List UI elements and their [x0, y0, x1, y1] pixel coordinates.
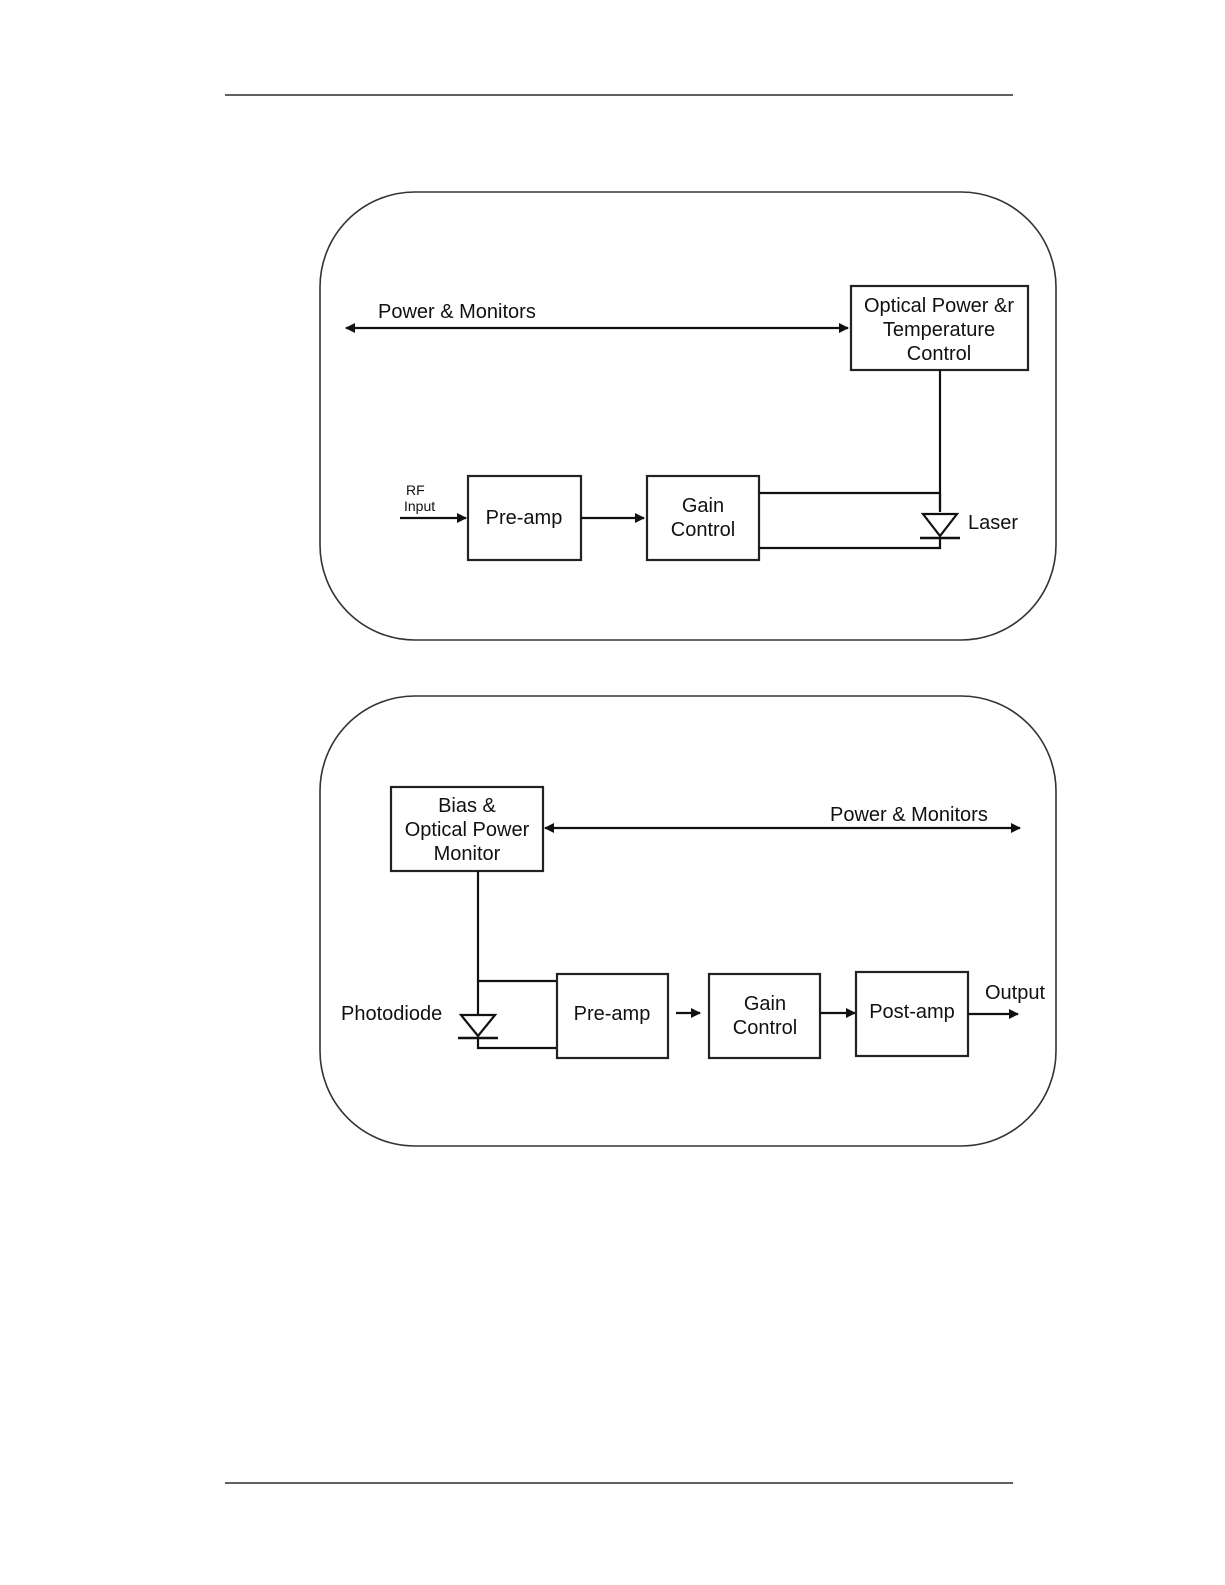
tx-gain-control-box: [647, 476, 759, 560]
tx-preamp-label: Pre-amp: [486, 507, 563, 529]
rx-gain-line2: Control: [733, 1017, 797, 1039]
transmitter-diagram: Power & Monitors Optical Power &r Temper…: [320, 192, 1056, 640]
rx-gain-line1: Gain: [744, 993, 786, 1015]
transmitter-panel: [320, 192, 1056, 640]
tx-optical-box-line1: Optical Power &r: [864, 295, 1014, 317]
receiver-diagram: Bias & Optical Power Monitor Power & Mon…: [320, 696, 1056, 1146]
tx-rf-label-line1: RF: [406, 482, 425, 498]
rx-power-monitors-label: Power & Monitors: [830, 804, 988, 826]
tx-power-monitors-label: Power & Monitors: [378, 301, 536, 323]
tx-gain-line1: Gain: [682, 495, 724, 517]
rx-bias-line2: Optical Power: [405, 819, 530, 841]
receiver-panel: [320, 696, 1056, 1146]
tx-optical-box-line2: Temperature: [883, 319, 995, 341]
rx-preamp-label: Pre-amp: [574, 1003, 651, 1025]
rx-output-label: Output: [985, 982, 1045, 1004]
tx-rf-label-line2: Input: [404, 498, 435, 514]
tx-laser-label: Laser: [968, 512, 1018, 534]
tx-optical-box-line3: Control: [907, 343, 971, 365]
tx-gain-line2: Control: [671, 519, 735, 541]
rx-bias-line3: Monitor: [434, 843, 501, 865]
rx-postamp-label: Post-amp: [869, 1001, 955, 1023]
rx-bias-line1: Bias &: [438, 795, 496, 817]
rx-gain-control-box: [709, 974, 820, 1058]
rx-photodiode-label: Photodiode: [341, 1003, 442, 1025]
